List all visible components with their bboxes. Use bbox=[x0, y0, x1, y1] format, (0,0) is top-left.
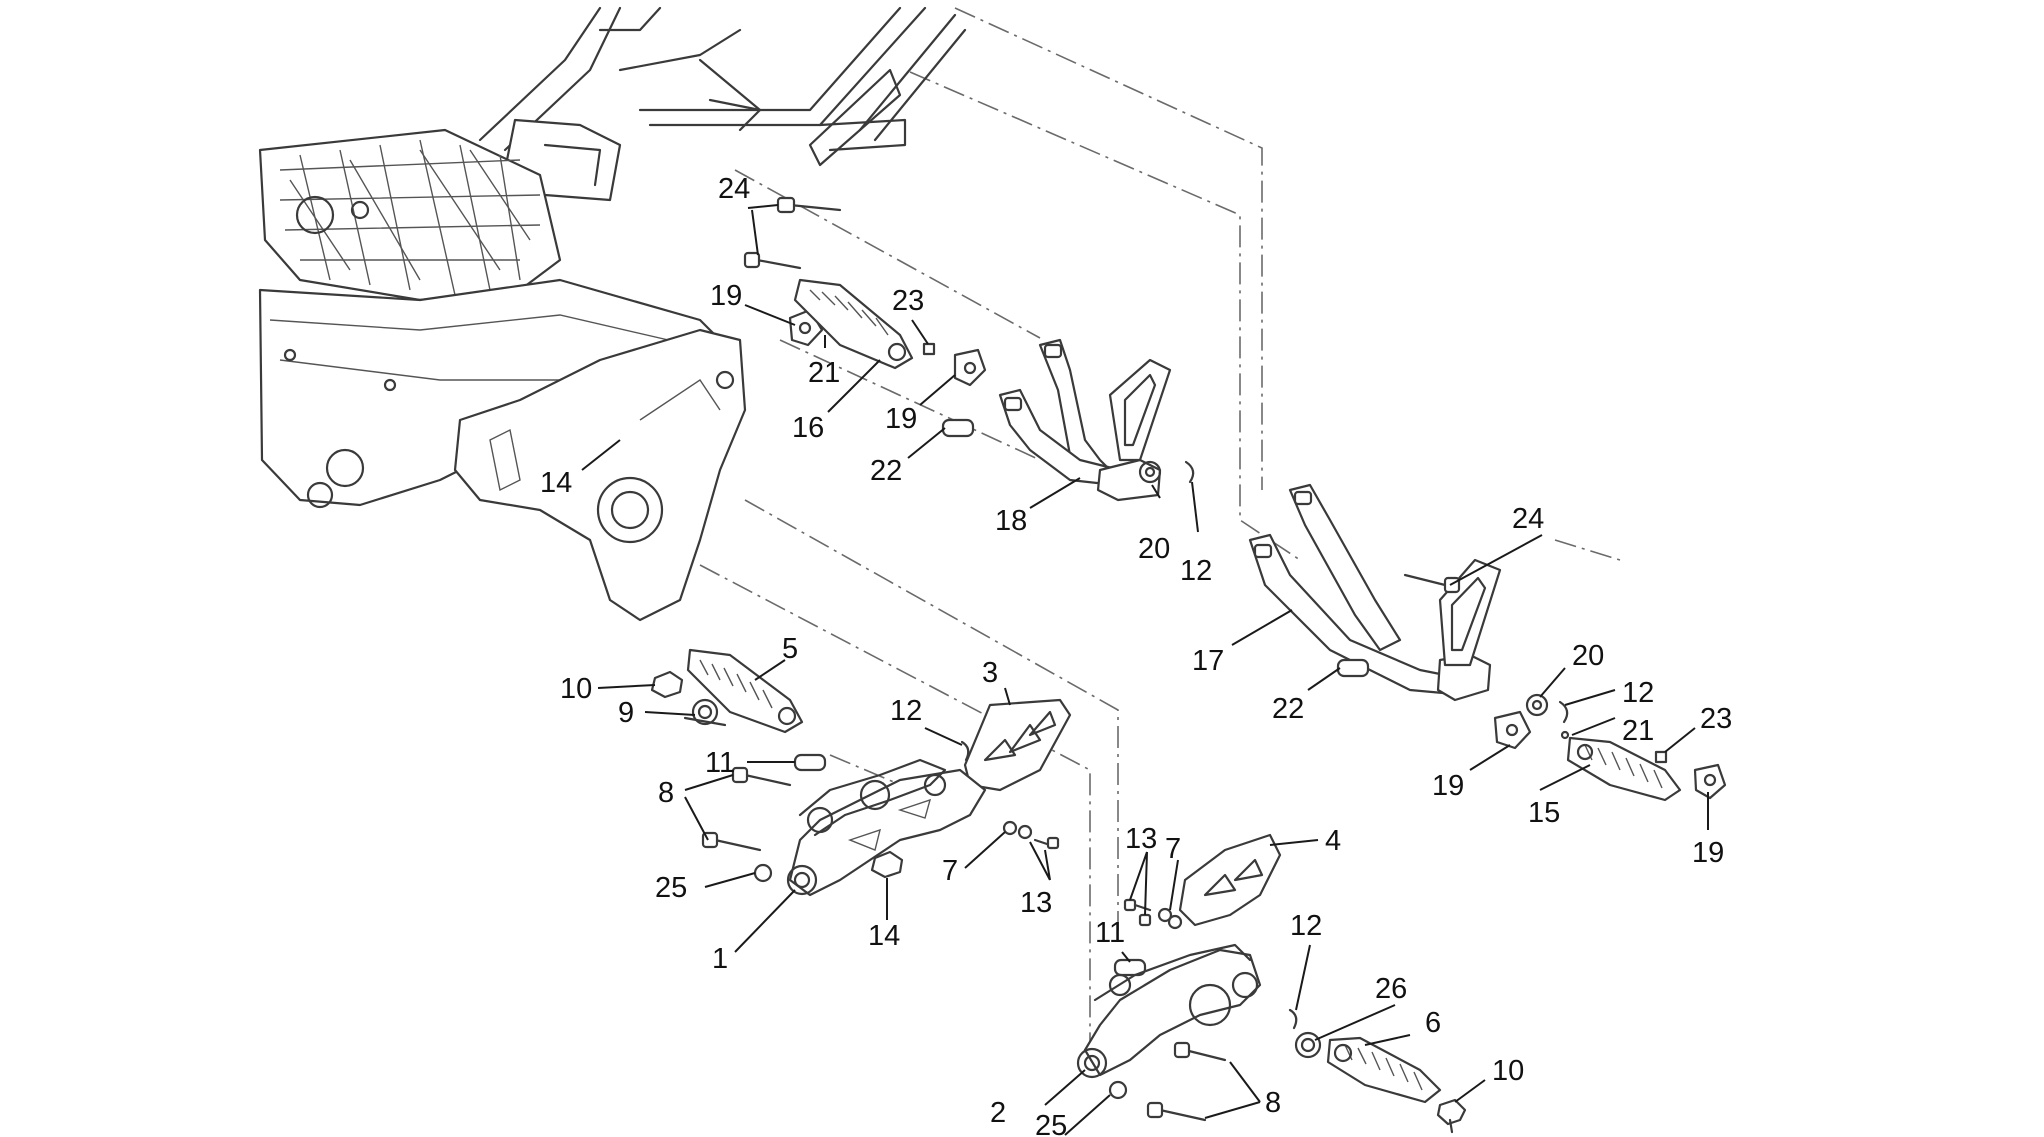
callout-18: 18 bbox=[995, 505, 1027, 537]
callout-12: 12 bbox=[1622, 677, 1654, 709]
callout-22: 22 bbox=[870, 455, 902, 487]
callout-15: 15 bbox=[1528, 797, 1560, 829]
callout-14: 14 bbox=[868, 920, 900, 952]
callout-9: 9 bbox=[618, 697, 634, 729]
frame-assembly bbox=[258, 6, 967, 622]
callout-14: 14 bbox=[540, 467, 572, 499]
right-rider-footrest-group bbox=[1076, 833, 1467, 1134]
callout-21: 21 bbox=[1622, 715, 1654, 747]
callout-13: 13 bbox=[1020, 887, 1052, 919]
callout-24: 24 bbox=[1512, 503, 1544, 535]
callout-20: 20 bbox=[1138, 533, 1170, 565]
callout-4: 4 bbox=[1325, 825, 1341, 857]
callout-23: 23 bbox=[892, 285, 924, 317]
callout-5: 5 bbox=[782, 633, 798, 665]
callout-25: 25 bbox=[655, 872, 687, 904]
callout-2: 2 bbox=[990, 1097, 1006, 1129]
callout-11: 11 bbox=[1095, 917, 1125, 949]
left-rider-footrest-group bbox=[650, 648, 1072, 897]
callout-19: 19 bbox=[885, 403, 917, 435]
callout-8: 8 bbox=[1265, 1087, 1281, 1119]
callout-12: 12 bbox=[1290, 910, 1322, 942]
upper-passenger-footpeg-group bbox=[743, 196, 987, 438]
callout-17: 17 bbox=[1192, 645, 1224, 677]
callout-22: 22 bbox=[1272, 693, 1304, 725]
callout-7: 7 bbox=[942, 855, 958, 887]
callout-12: 12 bbox=[1180, 555, 1212, 587]
callout-16: 16 bbox=[792, 412, 824, 444]
callout-19: 19 bbox=[1432, 770, 1464, 802]
callout-11: 11 bbox=[705, 747, 735, 779]
callout-10: 10 bbox=[560, 673, 592, 705]
right-peg-bracket bbox=[1248, 483, 1727, 802]
callout-21: 21 bbox=[808, 357, 840, 389]
callout-20: 20 bbox=[1572, 640, 1604, 672]
callout-8: 8 bbox=[658, 777, 674, 809]
callout-19: 19 bbox=[1692, 837, 1724, 869]
callout-24: 24 bbox=[718, 173, 750, 205]
callout-7: 7 bbox=[1165, 833, 1181, 865]
callout-labels: 24 19 23 21 16 19 22 18 14 20 12 24 17 2… bbox=[540, 173, 1732, 1137]
callout-1: 1 bbox=[712, 943, 728, 975]
leader-lines bbox=[581, 204, 1709, 1136]
callout-6: 6 bbox=[1425, 1007, 1441, 1039]
callout-26: 26 bbox=[1375, 973, 1407, 1005]
callout-10: 10 bbox=[1492, 1055, 1524, 1087]
callout-23: 23 bbox=[1700, 703, 1732, 735]
callout-12: 12 bbox=[890, 695, 922, 727]
upper-peg-bracket bbox=[998, 338, 1195, 502]
callout-25: 25 bbox=[1035, 1110, 1067, 1137]
callout-13: 13 bbox=[1125, 823, 1157, 855]
callout-19: 19 bbox=[710, 280, 742, 312]
callout-3: 3 bbox=[982, 657, 998, 689]
